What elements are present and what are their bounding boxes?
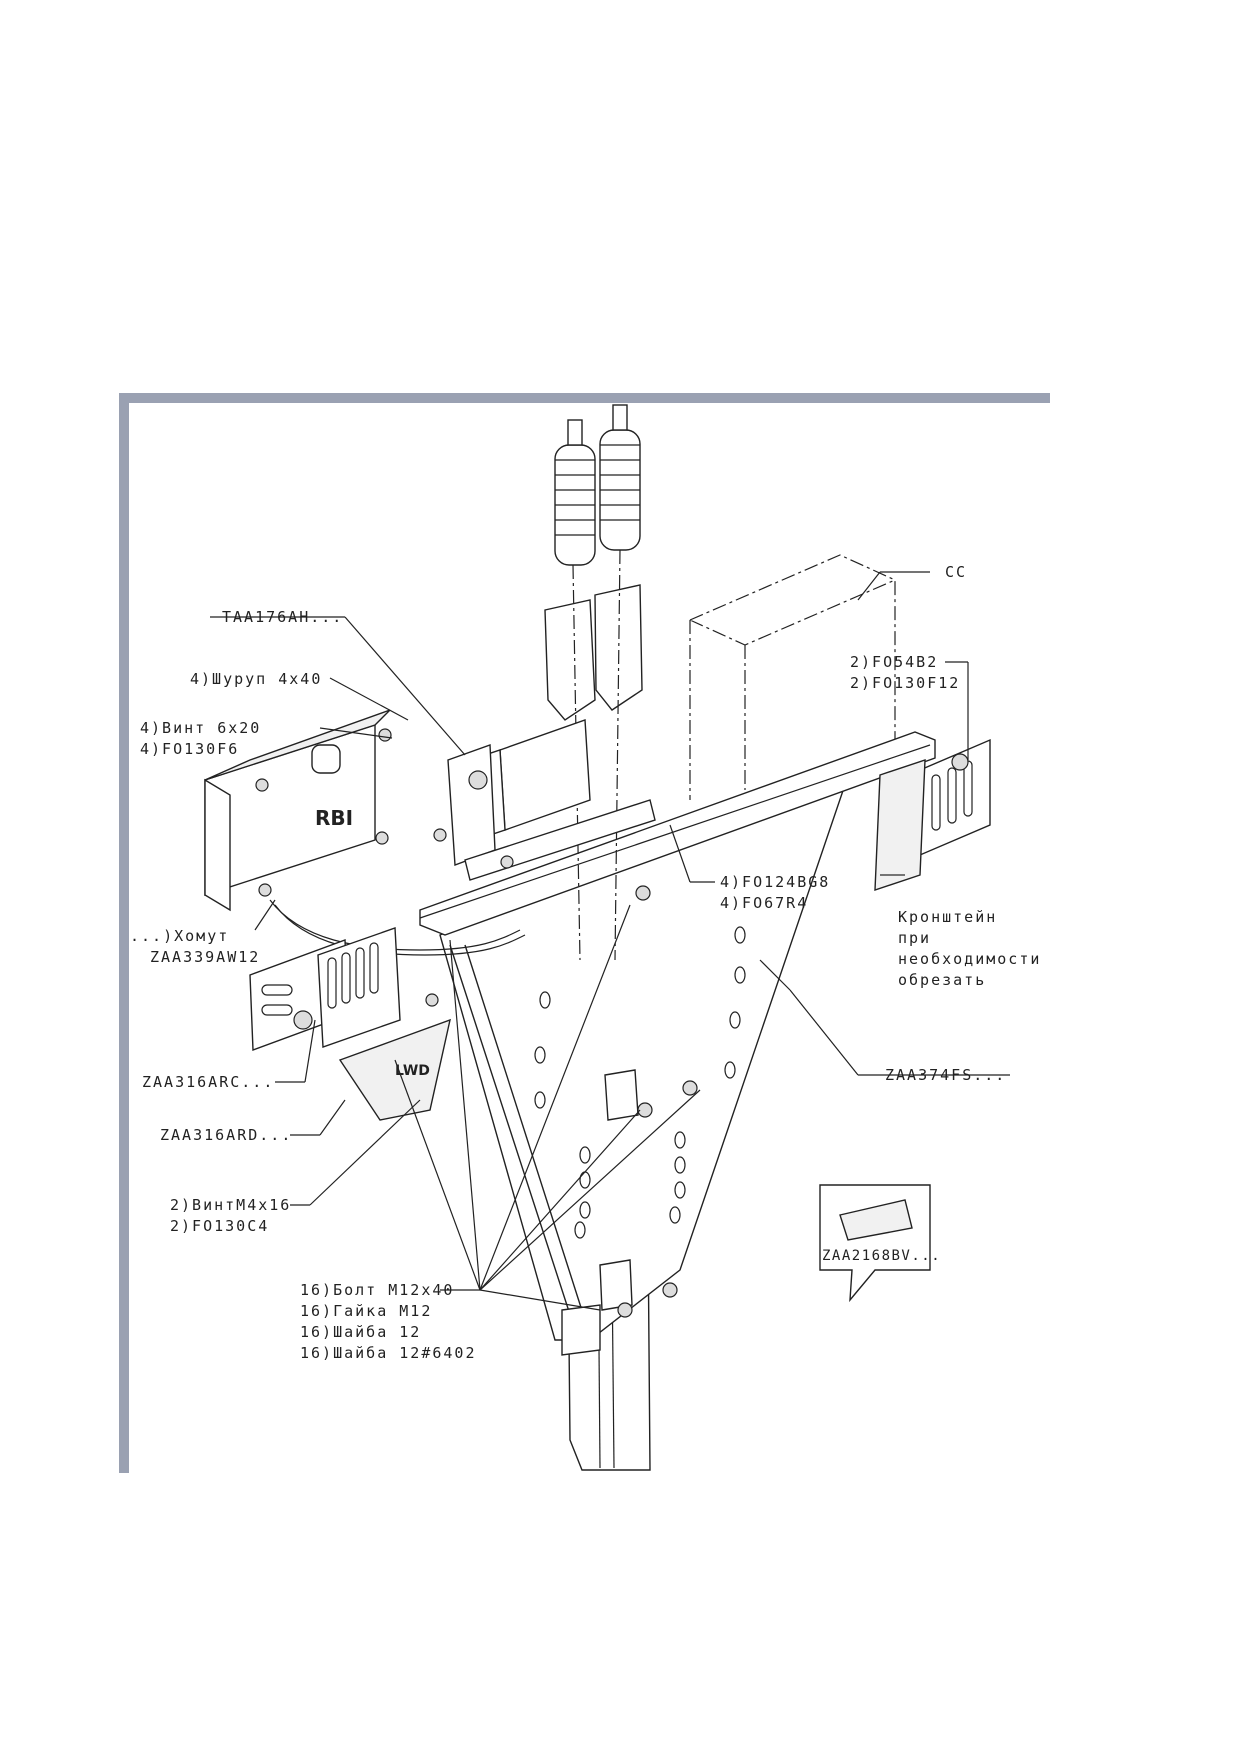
label-zaa339aw12: ZAA339AW12 (150, 948, 260, 966)
right-slotted-bracket (874, 738, 991, 891)
label-zaa374fs: ZAA374FS... (885, 1066, 1006, 1084)
counterweight-cc (689, 554, 896, 800)
label-zaa316ard: ZAA316ARD... (160, 1126, 292, 1144)
lwd-mark: LWD (395, 1063, 430, 1079)
label-shaiba-12: 16)Шайба 12 (300, 1323, 421, 1341)
label-fo130f6: 4)FO130F6 (140, 740, 239, 758)
rbi-switch-box: RBI (204, 709, 392, 912)
frame-top-bar (119, 393, 1050, 403)
guide-shoes (544, 404, 643, 961)
mounting-strip (433, 799, 656, 881)
cable (269, 899, 526, 956)
label-homut: ...)Хомут (130, 927, 229, 945)
bag-callout (819, 1184, 931, 1303)
label-kronshtein-2: при (898, 929, 931, 947)
bracket-holes (534, 926, 746, 1239)
label-fo124bg8: 4)FO124BG8 (720, 873, 830, 891)
label-bolt-m12x40: 16)Болт М12х40 (300, 1281, 454, 1299)
label-fo67r4: 4)FO67R4 (720, 894, 808, 912)
label-vint-m4x16: 2)ВинтМ4х16 (170, 1196, 291, 1214)
label-shaiba-12-6402: 16)Шайба 12#6402 (300, 1344, 477, 1362)
label-kronshtein-4: обрезать (898, 971, 986, 989)
label-shurup: 4)Шуруп 4x40 (190, 670, 322, 688)
label-kronshtein-1: Кронштейн (898, 908, 997, 926)
rbi-mark: RBI (315, 806, 353, 830)
label-fo130f12: 2)FO130F12 (850, 674, 960, 692)
label-fo130c4: 2)FO130C4 (170, 1217, 269, 1235)
rail-clips (561, 1069, 639, 1356)
frame-left-bar (119, 393, 129, 1473)
label-zaa316arc: ZAA316ARC... (142, 1073, 274, 1091)
lwd-device: LWD (249, 927, 451, 1121)
cross-beam (419, 731, 936, 936)
leader-lines (210, 571, 1010, 1311)
label-f054b2: 2)FO54B2 (850, 653, 938, 671)
rail-bolts (617, 885, 698, 1318)
label-taa176ah: TAA176AH... (222, 608, 343, 626)
label-gaika-m12: 16)Гайка М12 (300, 1302, 432, 1320)
label-vint-6x20: 4)Винт 6x20 (140, 719, 261, 737)
label-cc: CC (945, 563, 967, 581)
label-zaa2168bv: ZAA2168BV... (822, 1248, 941, 1264)
switch-bracket (447, 744, 496, 866)
label-kronshtein-3: необходимости (898, 950, 1041, 968)
